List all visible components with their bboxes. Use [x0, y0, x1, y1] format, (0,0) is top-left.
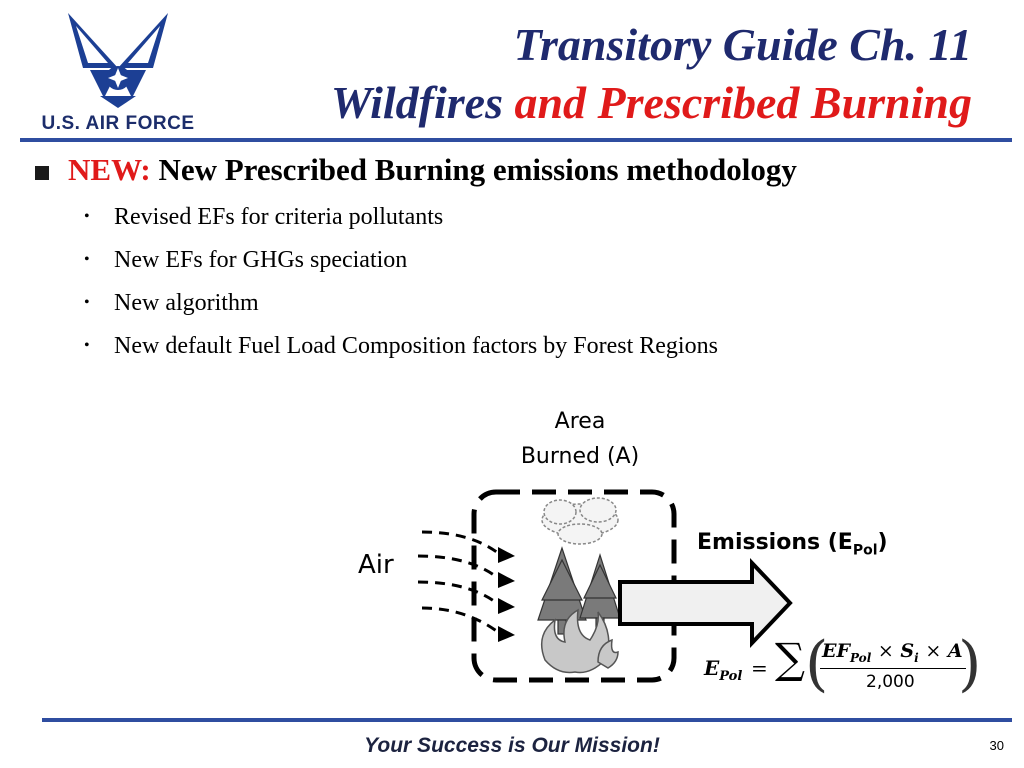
air-force-logo-icon — [68, 13, 168, 108]
page-number: 30 — [989, 738, 1004, 753]
title-prescribed-burning: and Prescribed Burning — [514, 77, 972, 128]
logo-text: U.S. AIR FORCE — [41, 113, 195, 134]
square-bullet-icon — [35, 166, 49, 180]
sub-bullet: •New algorithm — [84, 290, 259, 316]
air-label: Air — [358, 550, 394, 580]
formula-lhs: EPol — [704, 656, 743, 684]
sub-bullet: •Revised EFs for criteria pollutants — [84, 204, 444, 230]
bullet-dot-icon: • — [84, 294, 90, 311]
fraction-bar — [820, 668, 966, 669]
main-bullet-text: New Prescribed Burning emissions methodo… — [158, 152, 797, 187]
right-paren: ) — [958, 629, 982, 699]
flame-icon — [540, 608, 619, 674]
bullet-dot-icon: • — [84, 251, 90, 268]
tree-icon — [537, 546, 621, 635]
title-wildfires: Wildfires — [330, 77, 503, 128]
emissions-arrow — [618, 557, 793, 649]
summation-icon: ∑ — [775, 634, 805, 683]
footer-divider — [42, 718, 1012, 722]
sub-bullet: •New EFs for GHGs speciation — [84, 247, 408, 273]
left-paren: ( — [805, 629, 829, 699]
smoke-cloud-icon — [541, 497, 619, 545]
footer-slogan: Your Success is Our Mission! — [364, 734, 660, 757]
main-bullet: NEW: New Prescribed Burning emissions me… — [68, 152, 797, 188]
area-burned-label: Area Burned (A) — [520, 409, 640, 469]
formula-equals: = — [751, 656, 768, 680]
air-arrows — [417, 530, 499, 634]
air-arrowheads — [498, 547, 515, 642]
bullet-dot-icon: • — [84, 337, 90, 354]
formula-numerator: EFPol × Si × A — [822, 640, 963, 665]
new-tag: NEW: — [68, 152, 151, 187]
slide-title-line1: Transitory Guide Ch. 11 — [513, 19, 972, 70]
formula-denominator: 2,000 — [866, 672, 915, 692]
sub-bullet: •New default Fuel Load Composition facto… — [84, 333, 718, 359]
header-divider — [20, 138, 1012, 142]
emissions-label: Emissions (EPol) — [697, 530, 888, 559]
bullet-dot-icon: • — [84, 208, 90, 225]
slide-title-line2: Wildfires and Prescribed Burning — [331, 76, 972, 129]
